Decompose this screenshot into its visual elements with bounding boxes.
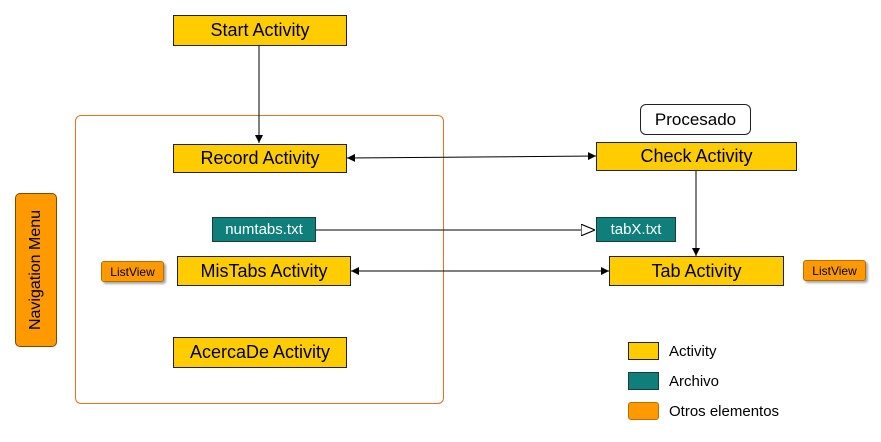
legend-archivo-label: Archivo bbox=[669, 373, 720, 390]
listview-left: ListView bbox=[101, 261, 164, 282]
numtabs-file-node: numtabs.txt bbox=[212, 217, 316, 242]
procesado-label: Procesado bbox=[640, 104, 751, 135]
check-activity-node: Check Activity bbox=[596, 142, 797, 171]
legend-activity-swatch bbox=[628, 342, 659, 360]
legend-otros-label: Otros elementos bbox=[669, 403, 780, 420]
mistabs-activity-node: MisTabs Activity bbox=[177, 256, 351, 286]
record-activity-node: Record Activity bbox=[173, 144, 347, 173]
acercade-activity-node: AcercaDe Activity bbox=[173, 337, 347, 368]
navigation-menu-label: Navigation Menu bbox=[27, 209, 44, 331]
start-activity-node: Start Activity bbox=[173, 15, 347, 46]
tab-activity-node: Tab Activity bbox=[609, 256, 784, 286]
tabx-file-node: tabX.txt bbox=[596, 217, 676, 242]
legend-activity-label: Activity bbox=[669, 343, 717, 360]
listview-right: ListView bbox=[803, 260, 866, 281]
legend-archivo-swatch bbox=[628, 372, 659, 390]
navigation-menu: Navigation Menu bbox=[15, 193, 57, 347]
edge-record-check bbox=[346, 152, 597, 162]
legend-otros-swatch bbox=[628, 402, 659, 420]
